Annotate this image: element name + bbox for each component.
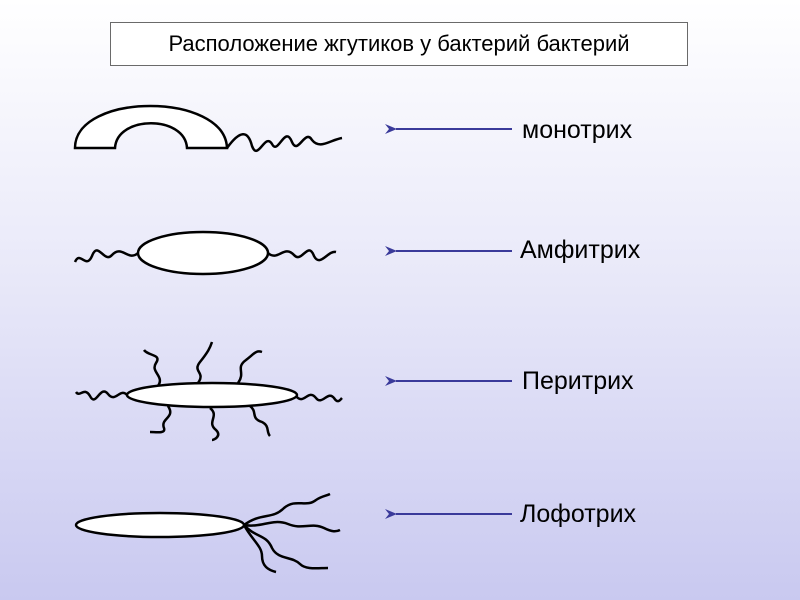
oval-cell-body: [136, 230, 270, 276]
monotrich-bacterium: [73, 104, 343, 152]
single-flagellum: [225, 133, 343, 152]
left-flagellum: [73, 249, 139, 263]
peritrich-bacterium: [74, 341, 343, 442]
lophotrich-bacterium: [74, 492, 341, 574]
peritrich-flagellum-left: [74, 390, 129, 401]
label-lophotrich: Лофотрих: [520, 500, 637, 528]
label-peritrich: Перитрих: [522, 367, 634, 395]
peritrich-flagellum-top-2: [196, 341, 214, 384]
elongated-cell-body: [125, 381, 299, 409]
label-amphitrich: Амфитрих: [520, 236, 641, 264]
curved-cell-body: [73, 104, 229, 150]
peritrich-flagellum-bottom-1: [149, 405, 172, 434]
lophotrich-flagellum-2: [243, 520, 341, 533]
lophotrich-flagellum-4: [242, 524, 277, 574]
elongated-cell-body-2: [74, 511, 246, 539]
diagram-title: Расположение жгутиков у бактерий бактери…: [110, 22, 688, 66]
label-monotrich: монотрих: [522, 116, 633, 144]
lophotrich-flagellum-3: [243, 524, 329, 570]
right-flagellum: [267, 249, 337, 262]
peritrich-flagellum-bottom-2: [209, 407, 220, 442]
peritrich-flagellum-top-1: [142, 349, 162, 387]
peritrich-flagellum-right: [295, 393, 343, 403]
peritrich-flagellum-bottom-3: [249, 405, 271, 437]
amphitrich-bacterium: [73, 230, 337, 276]
peritrich-flagellum-top-3: [236, 350, 263, 384]
lophotrich-flagellum-1: [243, 492, 331, 527]
